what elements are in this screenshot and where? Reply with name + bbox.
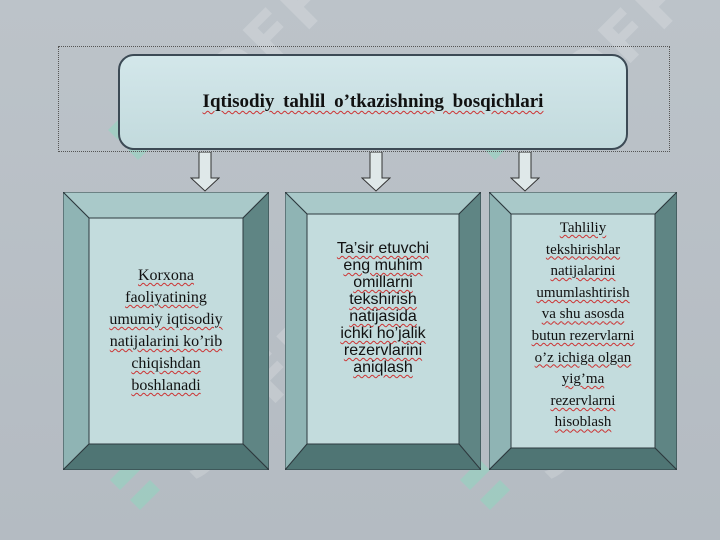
stage-box-3-text: Tahliliy tekshirishlar natijalarini umum… — [505, 214, 661, 448]
text-line: natijalarini — [550, 263, 616, 280]
text-line: rezervlarni — [550, 392, 616, 409]
text-line: Ta’sir etuvchi — [336, 240, 430, 257]
text-line: Tahliliy — [559, 220, 607, 236]
stage-box-1-text: Korxona faoliyatining umumiy iqtisodiy n… — [89, 218, 243, 444]
text-line: ichki ho’jalik — [340, 325, 426, 342]
text-line: o’z ichiga olgan — [534, 349, 632, 366]
down-arrow-icon — [510, 152, 540, 192]
text-line: natijasida — [349, 308, 417, 325]
text-line: tekshirish — [349, 291, 417, 308]
bevel-frame — [285, 192, 481, 470]
bevel-frame — [489, 192, 677, 470]
down-arrow-icon — [361, 152, 391, 192]
text-line: rezervlarini — [343, 342, 423, 359]
text-line: tekshirishlar — [545, 241, 621, 258]
text-line: chiqishdan — [131, 355, 201, 372]
text-line: aniqlash — [353, 359, 413, 376]
stage-box-1: Korxona faoliyatining umumiy iqtisodiy n… — [63, 192, 269, 470]
text-line: boshlanadi — [131, 377, 201, 394]
title-box: Iqtisodiy tahlil o’tkazishning bosqichla… — [118, 54, 628, 150]
text-line: butun rezervlarni — [531, 327, 635, 344]
text-line: va shu asosda — [541, 306, 625, 323]
text-line: hisoblash — [554, 414, 612, 431]
text-line: yig’ma — [561, 371, 605, 388]
stage-box-3: Tahliliy tekshirishlar natijalarini umum… — [489, 192, 677, 470]
text-line: umumlashtirish — [536, 284, 630, 301]
text-line: umumiy iqtisodiy — [109, 311, 223, 328]
text-line: eng muhim — [343, 257, 423, 274]
text-line: omillarni — [353, 274, 413, 291]
text-line: Korxona — [138, 267, 194, 284]
text-line: faoliyatining — [125, 289, 207, 306]
bevel-frame — [63, 192, 269, 470]
diagram-title: Iqtisodiy tahlil o’tkazishning bosqichla… — [202, 91, 544, 112]
text-line: natijalarini ko’rib — [109, 333, 223, 350]
stage-box-2-text: Ta’sir etuvchi eng muhim omillarni teksh… — [307, 214, 459, 444]
stage-box-2: Ta’sir etuvchi eng muhim omillarni teksh… — [285, 192, 481, 470]
down-arrow-icon — [190, 152, 220, 192]
title-selection-frame — [58, 46, 670, 152]
